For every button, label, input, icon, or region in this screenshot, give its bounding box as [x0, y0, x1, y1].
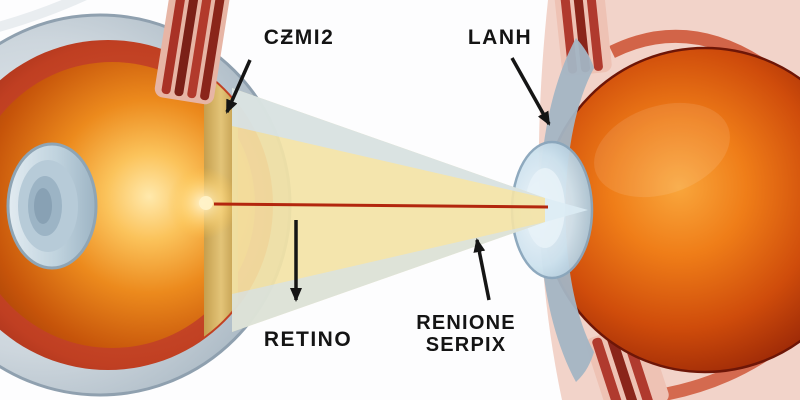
- light-beam: [232, 88, 588, 332]
- left-eye-vitreous: [0, 62, 255, 348]
- label-bottom-right-line1: RENIONE: [416, 312, 516, 334]
- focal-point-dot: [199, 196, 213, 210]
- label-bottom-left: RETINO: [263, 328, 353, 351]
- right-eye-highlight: [594, 102, 730, 198]
- label-bottom-right-line2: SERPIX: [425, 334, 507, 357]
- right-eye-sclera-crescent: [539, 38, 594, 382]
- label-top-left: CƵMI2: [263, 26, 335, 49]
- muscle-stripes-top-left: [154, 0, 232, 105]
- arrow-bottom-right: [473, 238, 491, 301]
- arrow-top-right: [510, 57, 551, 126]
- arrow-top-left: [225, 59, 252, 114]
- light-beam-upper-edge: [232, 88, 545, 198]
- annotation-arrows: [225, 57, 551, 302]
- background-tissue-streak: [0, 0, 87, 32]
- label-bottom-right: RENIONE SERPIX: [416, 312, 516, 357]
- light-beam-body: [232, 88, 545, 332]
- light-beam-focus-wedge: [545, 198, 588, 222]
- left-eye-lens: [6, 142, 98, 270]
- label-top-right: LANH: [467, 26, 533, 49]
- optical-axis-line: [213, 202, 549, 209]
- muscle-stripes-top-right: [553, 0, 612, 76]
- light-beam-lower-edge: [232, 222, 545, 332]
- right-eye: [510, 38, 800, 382]
